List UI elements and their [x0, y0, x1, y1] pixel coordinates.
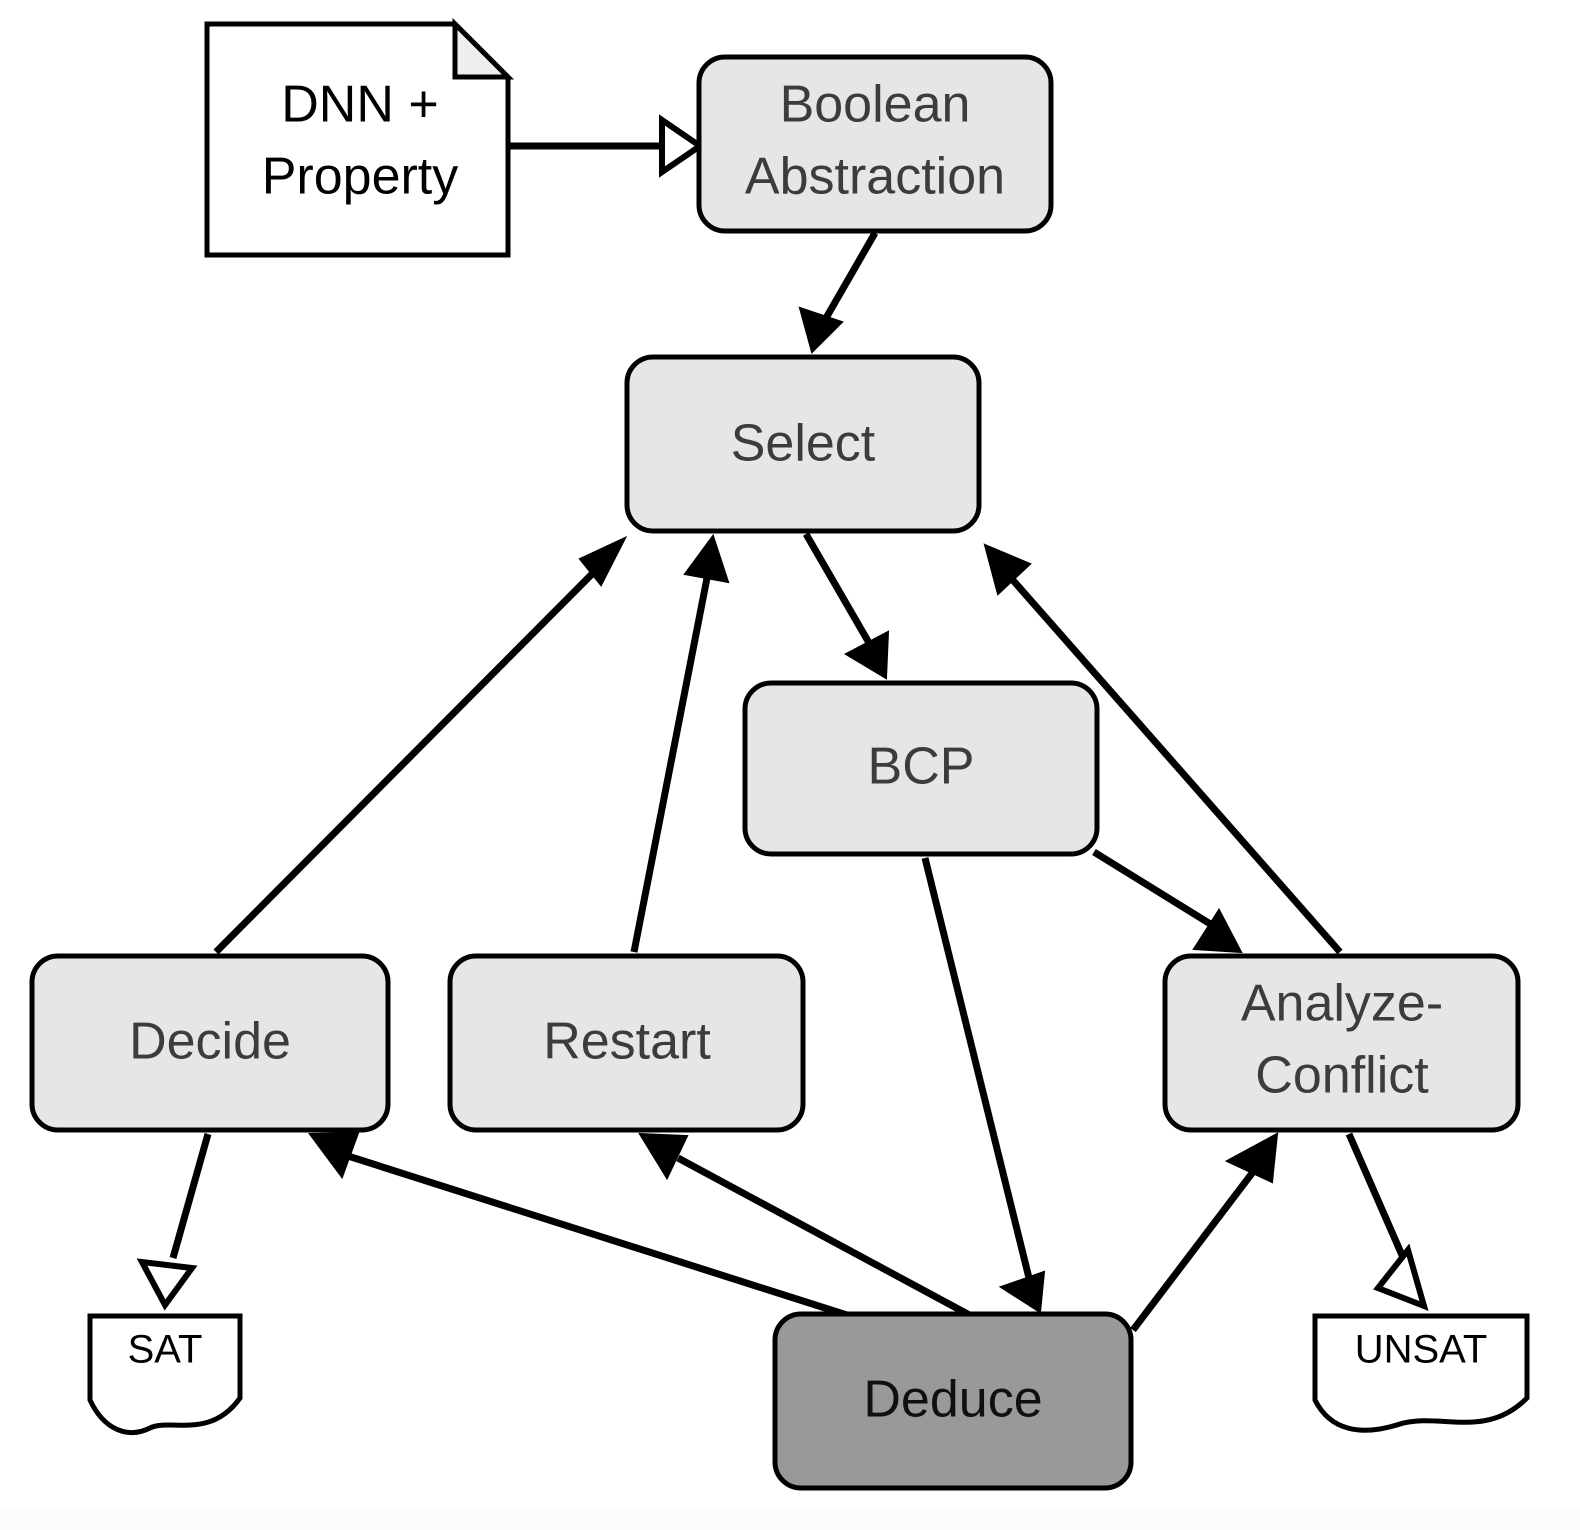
node-input-label-line1: DNN +: [281, 76, 438, 134]
edge-select-to-bcp: [802, 532, 890, 680]
node-sat-terminator[interactable]: SAT: [87, 1313, 243, 1435]
edge-restart-to-select: [630, 533, 730, 953]
edge-bcp-to-deduce: [921, 857, 1046, 1314]
node-decide[interactable]: Decide: [29, 953, 391, 1133]
node-bcp[interactable]: BCP: [742, 680, 1100, 857]
edge-deduce-to-decide: [308, 1131, 852, 1320]
edge-boolean-abstraction-to-select: [798, 231, 879, 354]
edge-deduce-to-restart: [638, 1132, 977, 1322]
node-restart[interactable]: Restart: [447, 953, 806, 1133]
node-decide-label: Decide: [129, 1013, 291, 1071]
edge-decide-to-sat: [136, 1133, 212, 1311]
node-boolean-abstraction[interactable]: Boolean Abstraction: [696, 54, 1054, 234]
node-input-dnn-property[interactable]: DNN + Property: [204, 17, 515, 258]
node-restart-label: Restart: [543, 1013, 711, 1071]
node-boolean-abstraction-label-line2: Abstraction: [745, 148, 1005, 206]
edge-decide-to-select: [213, 535, 628, 955]
edge-bcp-to-analyze-conflict: [1092, 849, 1243, 954]
edge-analyze-conflict-to-select: [983, 543, 1343, 955]
node-analyze-conflict[interactable]: Analyze- Conflict: [1162, 953, 1521, 1133]
node-sat-label: SAT: [128, 1328, 203, 1372]
node-unsat-terminator[interactable]: UNSAT: [1312, 1313, 1530, 1433]
node-deduce-label: Deduce: [863, 1371, 1042, 1429]
nodes-layer: DNN + Property Boolean Abstraction Selec…: [29, 17, 1530, 1491]
node-analyze-conflict-label-line1: Analyze-: [1241, 975, 1443, 1033]
node-select[interactable]: Select: [624, 354, 982, 534]
edge-analyze-conflict-to-unsat: [1345, 1132, 1429, 1312]
edge-deduce-to-analyze-conflict: [1130, 1132, 1279, 1333]
edge-input-to-boolean-abstraction: [510, 114, 706, 178]
edges-layer: [136, 114, 1429, 1333]
node-bcp-label: BCP: [868, 738, 975, 796]
node-input-label-line2: Property: [262, 148, 459, 206]
node-unsat-label: UNSAT: [1355, 1328, 1488, 1372]
node-deduce[interactable]: Deduce: [772, 1311, 1134, 1491]
node-analyze-conflict-label-line2: Conflict: [1255, 1047, 1429, 1105]
node-select-label: Select: [731, 415, 876, 473]
node-boolean-abstraction-label-line1: Boolean: [780, 76, 971, 134]
